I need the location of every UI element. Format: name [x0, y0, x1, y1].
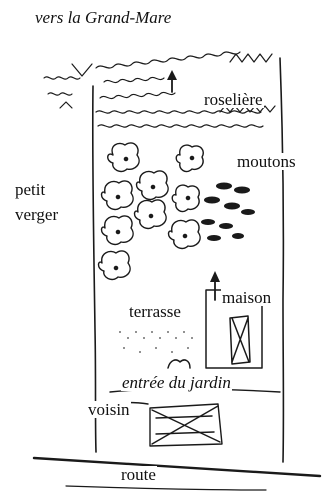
tree-icon	[108, 143, 139, 172]
tree-icon	[135, 200, 167, 229]
right-boundary-line	[280, 58, 283, 462]
neighbour-label: voisin	[87, 401, 131, 418]
reeds-label: roselière	[203, 91, 264, 108]
garden-gate-icon	[168, 360, 190, 368]
terrace-dots	[119, 331, 193, 353]
left-boundary-line	[93, 86, 96, 452]
road-line	[34, 458, 320, 476]
tree-icon	[102, 181, 134, 210]
orchard-trees	[99, 143, 204, 280]
tree-icon	[137, 171, 169, 200]
garden-entrance-label: entrée du jardin	[121, 374, 232, 391]
road-edge-line	[66, 486, 266, 490]
tree-icon	[102, 216, 134, 245]
tree-icon	[169, 220, 201, 249]
road-label: route	[120, 466, 157, 483]
terrace-label: terrasse	[128, 303, 182, 320]
tree-icon	[99, 251, 131, 280]
sheep-marks	[201, 183, 255, 242]
outside-scribbles	[44, 64, 92, 108]
tree-icon	[176, 145, 203, 171]
orchard-label: petit verger	[15, 177, 85, 227]
tree-icon	[172, 185, 199, 211]
north-direction-label: vers la Grand-Mare	[35, 9, 171, 26]
house-arrow-icon	[210, 271, 220, 300]
north-arrow-icon	[167, 70, 177, 92]
house-label: maison	[221, 289, 272, 306]
sheep-label: moutons	[236, 153, 297, 170]
